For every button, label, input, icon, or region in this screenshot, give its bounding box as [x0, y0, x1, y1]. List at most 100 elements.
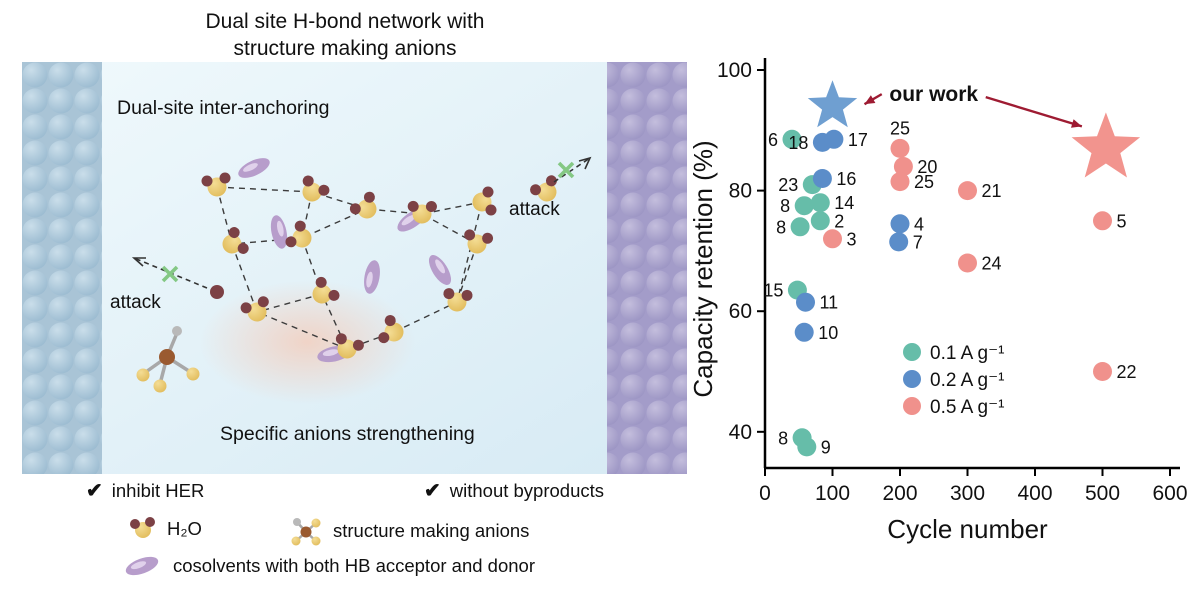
y-tick-label: 80 — [729, 180, 752, 203]
data-point — [794, 322, 814, 342]
data-point-label: 25 — [914, 172, 934, 192]
blocked-x-icon — [161, 265, 179, 283]
data-point-label: 20 — [917, 157, 937, 177]
data-point — [958, 253, 977, 273]
x-tick-label: 500 — [1085, 482, 1120, 505]
data-point-label: 6 — [768, 130, 778, 150]
data-point — [890, 214, 910, 234]
byproducts-label: without byproducts — [449, 479, 605, 501]
check-icon: ✔ — [86, 480, 103, 502]
annotation-arrowhead-icon — [864, 95, 876, 105]
data-point-label: 11 — [820, 293, 839, 313]
key-without-byproducts: ✔ without byproducts — [424, 478, 604, 503]
data-point-label: 2 — [834, 211, 844, 231]
legend-label: 0.1 A g⁻¹ — [930, 343, 1004, 364]
data-point — [890, 138, 910, 158]
key-cosolvents: cosolvents with both HB acceptor and don… — [120, 554, 535, 578]
attack-right-label: attack — [509, 199, 560, 220]
x-tick-label: 100 — [815, 482, 850, 505]
data-point — [782, 129, 802, 149]
data-point-label: 16 — [836, 169, 856, 189]
x-tick-label: 300 — [950, 482, 985, 505]
data-point — [890, 172, 910, 192]
annotation-arrowhead-icon — [1071, 119, 1082, 128]
check-icon: ✔ — [424, 480, 441, 502]
data-point-label: 8 — [778, 428, 788, 448]
cosolvents-label: cosolvents with both HB acceptor and don… — [173, 555, 535, 576]
schematic-title: Dual site H-bond network with structure … — [0, 8, 690, 63]
attack-right: attack — [509, 156, 592, 220]
anchoring-label: Dual-site inter-anchoring — [117, 97, 329, 119]
data-point-label: 8 — [780, 196, 790, 216]
anions-label: structure making anions — [333, 520, 530, 541]
structure-making-anion — [136, 326, 200, 393]
annotation-arrow — [985, 95, 1083, 128]
data-point-label: 8 — [776, 217, 786, 237]
x-tick-label: 0 — [759, 482, 771, 505]
electrolyte-background — [22, 62, 687, 474]
x-tick-label: 600 — [1152, 482, 1187, 505]
schematic-title-line1: Dual site H-bond network with — [205, 10, 485, 33]
attack-left: attack — [110, 257, 224, 313]
schematic-panel: Dual site H-bond network with structure … — [0, 8, 690, 578]
data-point-label: 4 — [914, 214, 924, 234]
strengthening-label: Specific anions strengthening — [220, 423, 475, 445]
y-axis-label: Capacity retention (%) — [690, 140, 718, 397]
data-point — [794, 196, 814, 216]
key-h2o: H₂O — [128, 516, 202, 542]
data-point-label: 15 — [763, 281, 783, 301]
y-tick-label: 60 — [729, 300, 752, 323]
data-point-label: 22 — [1117, 362, 1137, 382]
data-point-label: 10 — [818, 323, 838, 343]
data-point — [958, 181, 977, 201]
data-point — [797, 437, 817, 457]
legend-label: 0.5 A g⁻¹ — [930, 397, 1004, 418]
key-inhibit-her: ✔ inhibit HER — [86, 478, 204, 503]
data-point — [790, 217, 810, 237]
inhibit-her-label: inhibit HER — [111, 479, 205, 501]
electrode-left — [22, 62, 102, 474]
y-tick-label: 40 — [729, 421, 752, 444]
data-point — [796, 292, 815, 312]
data-point-label: 18 — [788, 133, 808, 153]
data-point — [824, 129, 844, 149]
our-work-annotation: our work — [889, 83, 978, 106]
data-point-label: 25 — [890, 118, 910, 138]
anion-legend-icon — [291, 518, 321, 546]
data-point — [810, 211, 830, 231]
our-work-star-blue — [807, 80, 858, 128]
data-point-label: 9 — [821, 437, 831, 457]
legend-swatch — [903, 370, 921, 388]
arrowhead-icon — [131, 257, 146, 267]
data-point — [1093, 362, 1112, 381]
data-point — [810, 193, 830, 213]
water-legend-icon — [130, 517, 155, 538]
blocked-x-icon — [557, 161, 575, 179]
y-tick-label: 100 — [717, 59, 752, 82]
free-proton-icon — [210, 285, 224, 299]
legend-label: 0.2 A g⁻¹ — [930, 370, 1004, 391]
arrowhead-icon — [578, 156, 592, 170]
x-axis-label: Cycle number — [887, 514, 1048, 544]
data-point-label: 14 — [834, 193, 854, 213]
h2o-label: H₂O — [167, 518, 202, 539]
data-point — [812, 169, 832, 188]
data-point — [893, 157, 913, 176]
data-point — [1093, 211, 1112, 231]
legend-swatch — [903, 397, 921, 415]
key-structure-making-anions: structure making anions — [288, 514, 529, 548]
data-point-label: 5 — [1117, 211, 1127, 231]
x-tick-label: 400 — [1017, 482, 1052, 505]
data-point-label: 3 — [847, 229, 857, 249]
cosolvent-legend-icon — [125, 556, 159, 576]
data-point — [823, 229, 842, 249]
data-point-label: 7 — [913, 232, 923, 252]
our-work-star-salmon — [1071, 112, 1141, 178]
electrode-right — [607, 62, 687, 474]
hbond-network-schematic: attack attack Dual-sit — [22, 62, 687, 474]
data-point-label: 21 — [982, 181, 1002, 201]
data-point — [889, 232, 909, 252]
